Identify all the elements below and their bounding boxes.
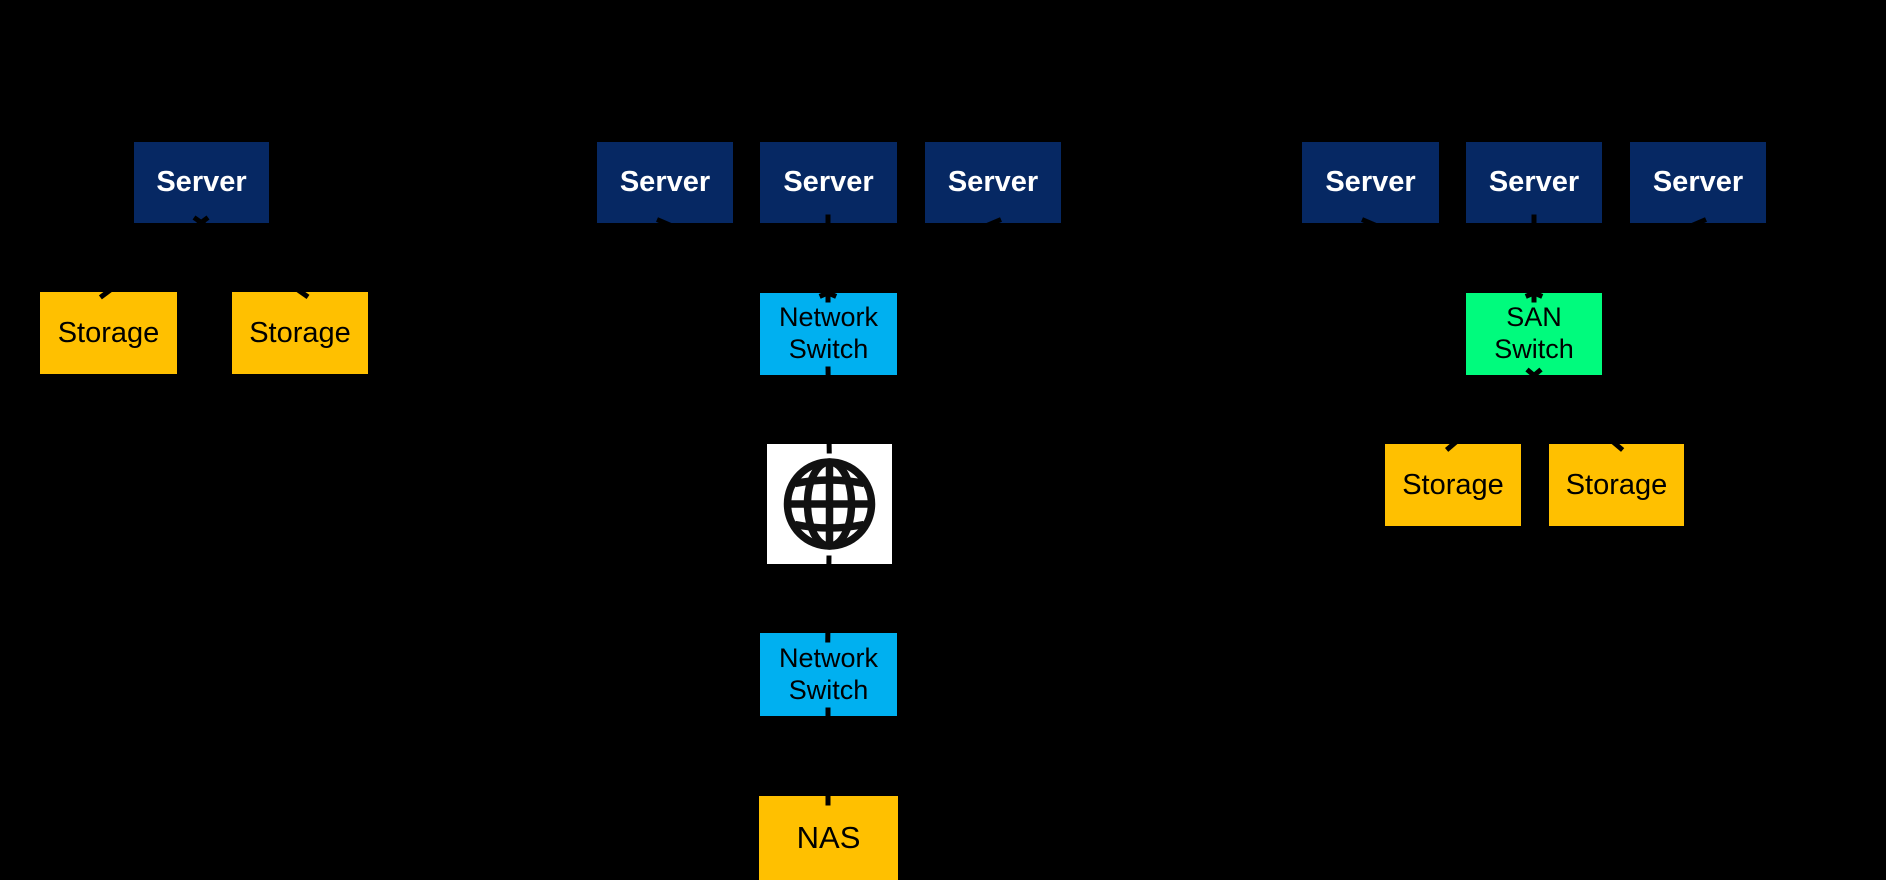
nas-server-1-node: Server (597, 142, 733, 223)
san-storage-2-node: Storage (1549, 444, 1684, 526)
connector-line (192, 215, 309, 300)
das-storage-2-label: Storage (249, 316, 351, 349)
connector-line (655, 217, 838, 299)
connector-line (1525, 367, 1625, 452)
connector-line (818, 217, 1003, 299)
nas-network-switch-bottom-label: Network Switch (778, 642, 879, 705)
connector-line (825, 365, 832, 454)
connector-line (1444, 367, 1543, 452)
san-storage-1-node: Storage (1385, 444, 1521, 526)
nas-server-3-node: Server (925, 142, 1061, 223)
san-server-3-label: Server (1652, 166, 1744, 199)
internet-globe-icon (767, 444, 892, 564)
san-switch-label: SAN Switch (1494, 302, 1574, 364)
nas-device-label: NAS (796, 819, 861, 855)
san-storage-1-label: Storage (1402, 468, 1504, 501)
san-storage-2-label: Storage (1565, 468, 1668, 501)
san-server-1-label: Server (1325, 166, 1416, 199)
nas-server-1-label: Server (619, 166, 711, 199)
nas-server-3-label: Server (947, 166, 1039, 199)
connector-line (825, 554, 832, 643)
san-server-3-node: Server (1630, 142, 1766, 223)
das-storage-1-label: Storage (57, 316, 160, 349)
nas-device-node: NAS (759, 796, 898, 880)
das-storage-1-node: Storage (40, 292, 177, 374)
san-switch-node: SAN Switch (1466, 293, 1602, 375)
san-server-1-node: Server (1302, 142, 1439, 223)
connector-line (1524, 217, 1708, 299)
connector-line (825, 707, 831, 805)
nas-network-switch-top-label: Network Switch (778, 302, 879, 364)
connector-line (1360, 217, 1544, 299)
das-storage-2-node: Storage (232, 292, 368, 374)
nas-network-switch-bottom-node: Network Switch (760, 633, 897, 716)
nas-server-2-node: Server (760, 142, 897, 223)
das-server-node: Server (134, 142, 269, 223)
das-server-label: Server (156, 166, 247, 199)
nas-server-2-label: Server (783, 166, 874, 199)
nas-network-switch-top-node: Network Switch (760, 293, 897, 375)
san-server-2-node: Server (1466, 142, 1602, 223)
san-server-2-label: Server (1488, 166, 1580, 199)
connector-line (99, 215, 210, 300)
